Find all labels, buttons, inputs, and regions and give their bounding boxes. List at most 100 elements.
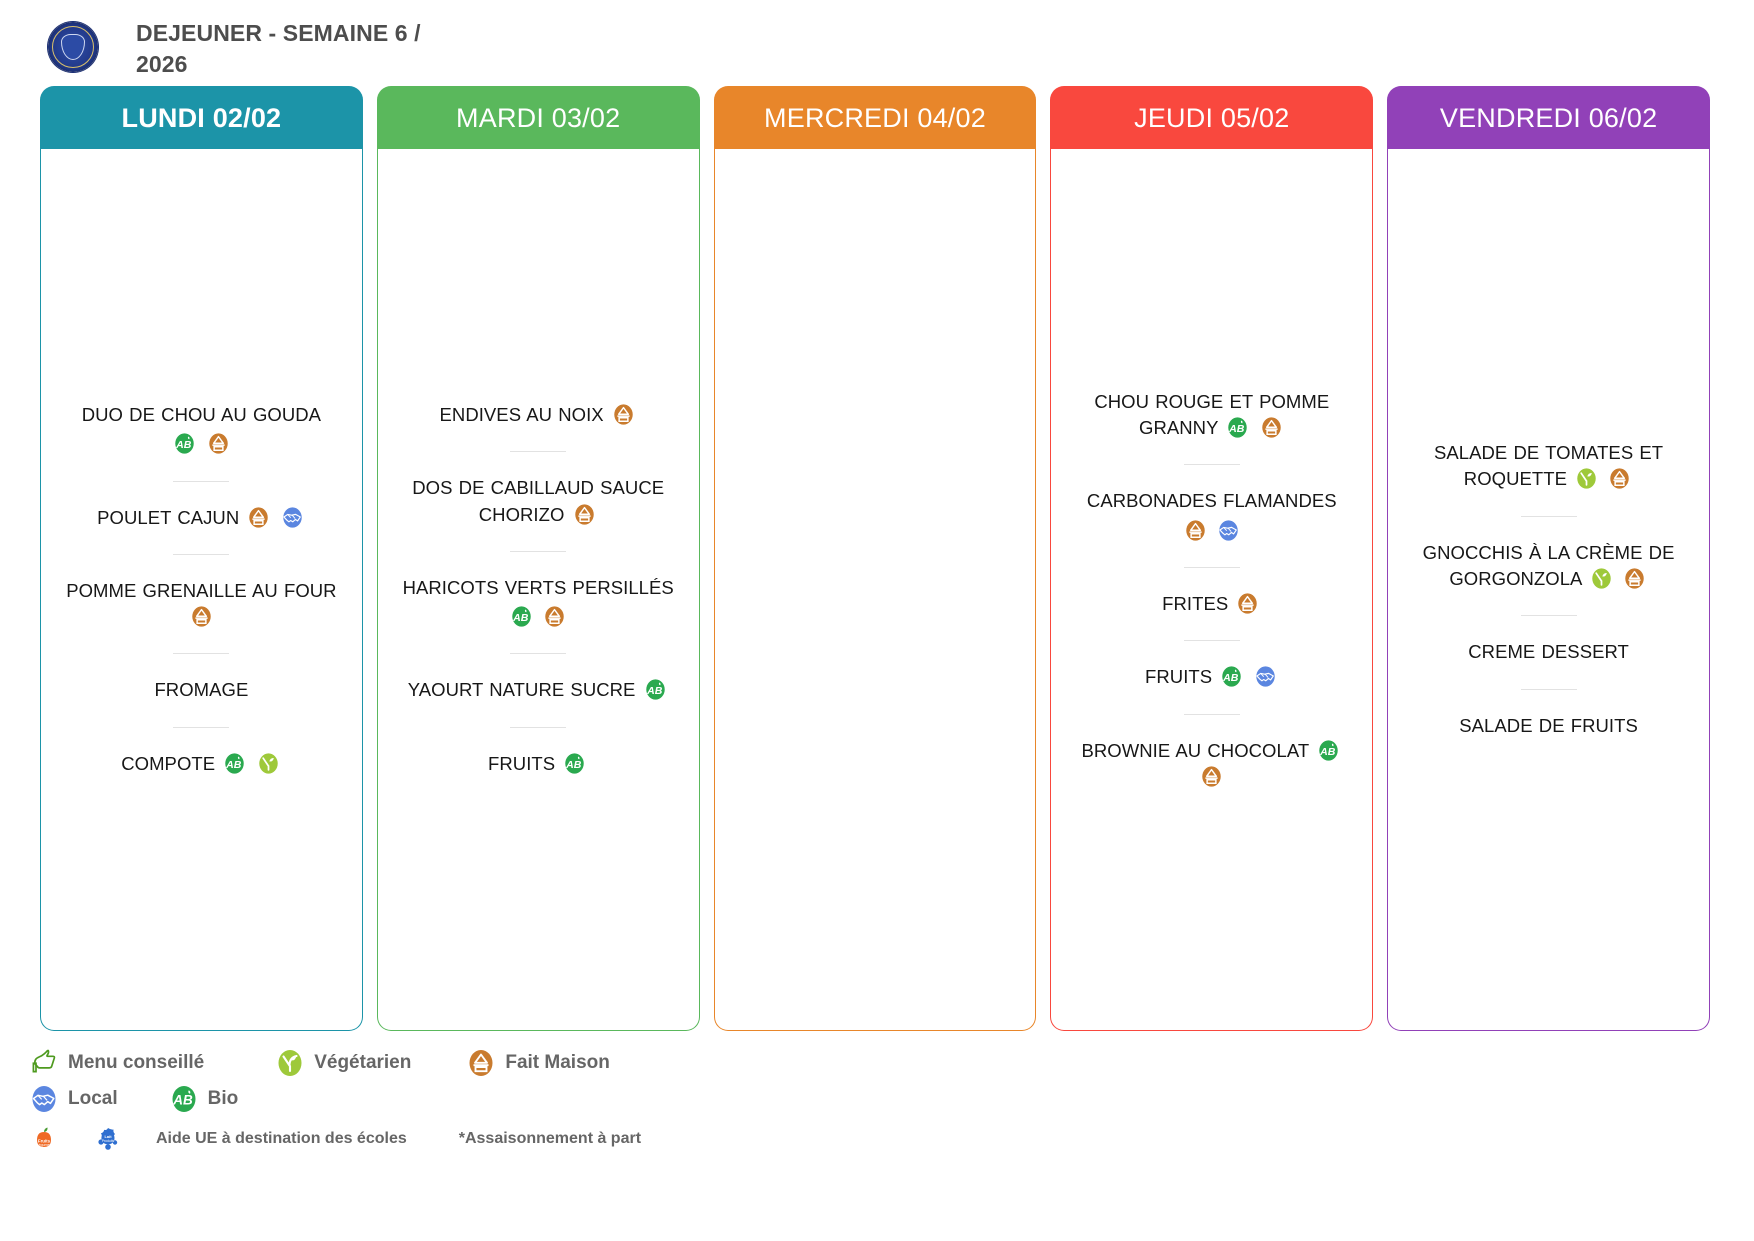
dish-separator [1183,713,1240,715]
svg-text:Lait: Lait [104,1134,112,1139]
dish-label: DUO DE CHOU AU GOUDA [81,404,322,426]
day-menu-panel: ENDIVES AU NOIX DOS DE CABILLAUD SAUCE C… [376,149,700,1031]
dish-badges [604,404,637,425]
dish-label: FRITES [1162,593,1229,614]
legend-item-local: Local [28,1083,118,1115]
dish-item: FROMAGE [51,677,352,703]
dish-item: BROWNIE AU CHOCOLAT AB [1061,738,1362,791]
dish-separator [510,550,567,552]
day-header[interactable]: MERCREDI 04/02 [713,86,1037,149]
day-header[interactable]: VENDREDI 06/02 [1387,86,1710,149]
homemade-icon [1183,518,1208,543]
dish-list: ENDIVES AU NOIX DOS DE CABILLAUD SAUCE C… [388,402,689,777]
dish-separator [1183,567,1240,568]
day-column: MERCREDI 04/02 [713,86,1037,1031]
dish-item: SALADE DE TOMATES ET ROQUETTE [1398,440,1699,493]
dish-badges: AB [215,753,281,774]
homemade-icon [542,604,567,629]
dish-item: YAOURT NATURE SUCRE AB [388,677,689,703]
homemade-icon [1622,566,1647,591]
dish-badges [239,506,305,528]
dish-separator [173,480,230,482]
dish-item: ENDIVES AU NOIX [388,402,689,428]
dish-badges: AB [394,604,683,630]
dish-item: FRITES [1061,591,1362,617]
dish-label: COMPOTE [121,752,216,774]
dish-separator [1520,615,1577,617]
dish-item: FRUITS AB [388,751,689,777]
dish-list: SALADE DE TOMATES ET ROQUETTE GNOCCHIS À… [1398,440,1699,739]
dish-separator [1520,688,1577,690]
vegetarian-leaf-icon [1589,566,1614,591]
dish-item: FRUITS AB [1061,664,1362,690]
bio-ab-icon: AB [1316,738,1341,763]
dish-item: SALADE DE FRUITS [1398,713,1699,739]
day-menu-panel: SALADE DE TOMATES ET ROQUETTE GNOCCHIS À… [1387,149,1710,1031]
dish-label: POULET CAJUN [97,506,240,528]
dish-separator [173,553,230,555]
dish-item: DOS DE CABILLAUD SAUCE CHORIZO [388,475,689,528]
dish-separator [173,653,230,655]
dish-label: DOS DE CABILLAUD SAUCE CHORIZO [412,477,665,525]
vegetarian-leaf-icon [1574,466,1599,491]
bio-ab-icon: AB [1219,664,1244,689]
day-header[interactable]: MARDI 03/02 [376,86,700,149]
dish-badges: AB [555,753,588,774]
legend-item-menu-conseille: Menu conseillé [28,1047,204,1079]
legend-item-vegetarien: Végétarien [274,1047,411,1079]
homemade-icon [1259,415,1284,440]
dish-list: CHOU ROUGE ET POMME GRANNY AB CARBONADES… [1061,389,1362,790]
day-header[interactable]: LUNDI 02/02 [40,86,363,149]
dish-item: POMME GRENAILLE AU FOUR [51,578,352,631]
dish-item: GNOCCHIS À LA CRÈME DE GORGONZOLA [1398,540,1699,593]
thumbs-up-icon [28,1047,60,1079]
dish-label: CARBONADES FLAMANDES [1086,490,1337,512]
legend-item-bio: AB Bio [168,1083,239,1115]
dish-badges: AB [1218,417,1284,438]
dish-label: CHOU ROUGE ET POMME GRANNY [1094,390,1330,439]
dish-label: POMME GRENAILLE AU FOUR [66,579,337,601]
svg-text:AB: AB [1228,423,1245,435]
svg-text:Fruits: Fruits [38,1139,51,1144]
dish-separator [510,726,567,728]
svg-text:Produits: Produits [102,1139,115,1143]
dish-label: SALADE DE TOMATES ET ROQUETTE [1434,442,1664,490]
homemade-icon [1235,591,1260,616]
day-menu-panel [713,149,1037,1031]
dish-badges [188,606,215,627]
dish-badges: AB [1212,666,1278,687]
bio-ab-icon: AB [509,604,534,629]
bio-ab-icon: AB [222,751,247,776]
dish-badges [1567,466,1633,491]
svg-text:AB: AB [1222,672,1239,684]
dish-label: BROWNIE AU CHOCOLAT [1081,739,1309,761]
day-header[interactable]: JEUDI 05/02 [1050,86,1374,149]
dish-item: COMPOTE AB [51,751,352,777]
dish-badges [564,503,597,525]
local-handshake-icon [28,1083,60,1115]
svg-text:AB: AB [565,758,582,770]
bio-ab-icon: AB [1225,415,1250,440]
vegetarian-leaf-icon [274,1047,306,1079]
dish-separator [510,653,567,655]
day-menu-panel: CHOU ROUGE ET POMME GRANNY AB CARBONADES… [1050,149,1374,1031]
bio-ab-icon: AB [562,751,587,776]
legend-label: Fait Maison [505,1052,610,1073]
dish-label: ENDIVES AU NOIX [439,404,604,426]
bio-ab-icon: AB [172,431,197,456]
dish-label: YAOURT NATURE SUCRE [407,679,636,701]
dish-label: FRUITS [1145,666,1213,688]
dish-label: GNOCCHIS À LA CRÈME DE GORGONZOLA [1422,541,1675,589]
bio-ab-icon: AB [643,677,668,702]
homemade-icon [1199,764,1224,789]
day-menu-panel: DUO DE CHOU AU GOUDA AB POULET CAJUN POMM… [40,149,363,1031]
dish-badges: AB [57,431,346,457]
legend-label: Bio [207,1088,239,1109]
page-header: DEJEUNER - SEMAINE 6 / 2026 [0,0,1754,86]
svg-text:AB: AB [172,1093,193,1108]
